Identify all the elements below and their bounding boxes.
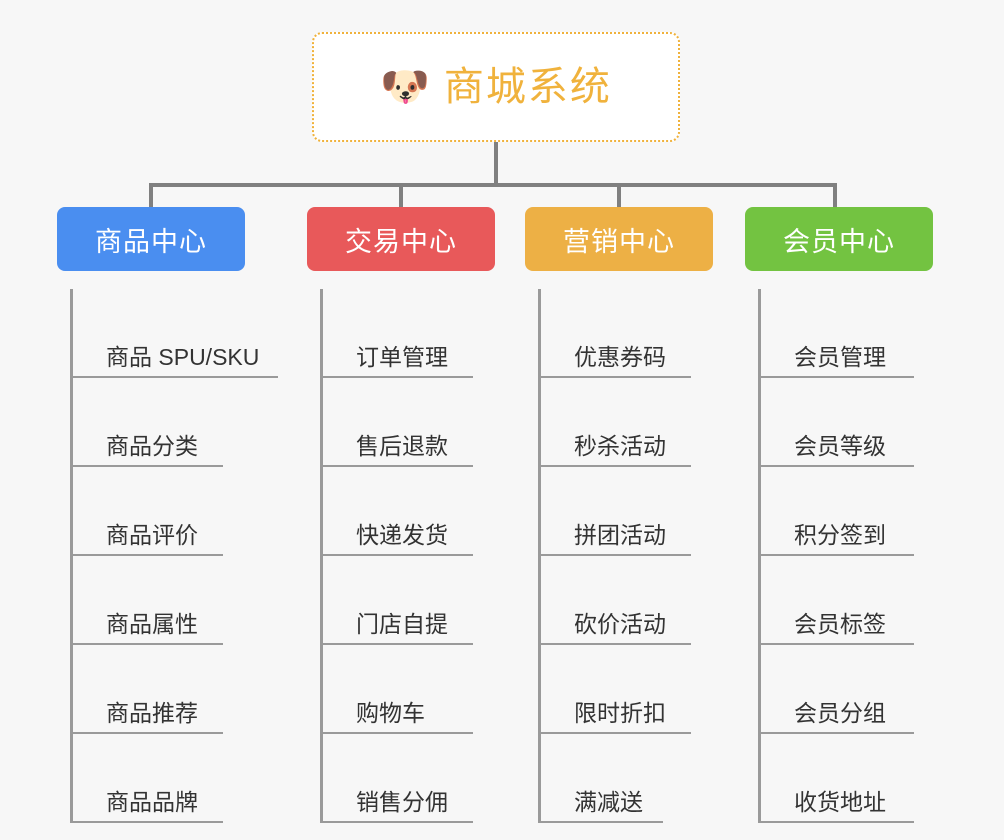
list-item[interactable]: 商品 SPU/SKU — [73, 289, 278, 378]
root-node[interactable]: 🐶 商城系统 — [312, 32, 680, 142]
list-item[interactable]: 商品推荐 — [73, 645, 245, 734]
list-item[interactable]: 满减送 — [541, 734, 713, 823]
list-item[interactable]: 限时折扣 — [541, 645, 713, 734]
branch-header-marketing-center[interactable]: 营销中心 — [525, 207, 713, 271]
branch-items-marketing-center: 优惠券码 秒杀活动 拼团活动 砍价活动 限时折扣 满减送 — [538, 289, 713, 823]
branch-header-member-center[interactable]: 会员中心 — [745, 207, 933, 271]
list-item[interactable]: 商品品牌 — [73, 734, 245, 823]
connector-drop-1 — [149, 183, 153, 207]
branch-member-center: 会员中心 会员管理 会员等级 积分签到 会员标签 会员分组 收货地址 — [745, 207, 933, 823]
branch-items-member-center: 会员管理 会员等级 积分签到 会员标签 会员分组 收货地址 — [758, 289, 933, 823]
list-item[interactable]: 会员等级 — [761, 378, 933, 467]
list-item[interactable]: 会员分组 — [761, 645, 933, 734]
connector-root-stem — [494, 142, 498, 186]
connector-horizontal-bus — [149, 183, 837, 187]
list-item[interactable]: 购物车 — [323, 645, 495, 734]
branch-items-trade-center: 订单管理 售后退款 快递发货 门店自提 购物车 销售分佣 — [320, 289, 495, 823]
list-item[interactable]: 砍价活动 — [541, 556, 713, 645]
list-item[interactable]: 优惠券码 — [541, 289, 713, 378]
list-item[interactable]: 商品分类 — [73, 378, 245, 467]
list-item[interactable]: 积分签到 — [761, 467, 933, 556]
list-item[interactable]: 会员管理 — [761, 289, 933, 378]
dog-face-icon: 🐶 — [380, 65, 430, 109]
connector-drop-4 — [833, 183, 837, 207]
branch-trade-center: 交易中心 订单管理 售后退款 快递发货 门店自提 购物车 销售分佣 — [307, 207, 495, 823]
branch-product-center: 商品中心 商品 SPU/SKU 商品分类 商品评价 商品属性 商品推荐 商品品牌 — [57, 207, 278, 823]
list-item[interactable]: 商品评价 — [73, 467, 245, 556]
list-item[interactable]: 销售分佣 — [323, 734, 495, 823]
branch-marketing-center: 营销中心 优惠券码 秒杀活动 拼团活动 砍价活动 限时折扣 满减送 — [525, 207, 713, 823]
list-item[interactable]: 门店自提 — [323, 556, 495, 645]
list-item[interactable]: 商品属性 — [73, 556, 245, 645]
branch-header-trade-center[interactable]: 交易中心 — [307, 207, 495, 271]
branch-items-product-center: 商品 SPU/SKU 商品分类 商品评价 商品属性 商品推荐 商品品牌 — [70, 289, 278, 823]
connector-drop-2 — [399, 183, 403, 207]
list-item[interactable]: 售后退款 — [323, 378, 495, 467]
list-item[interactable]: 快递发货 — [323, 467, 495, 556]
list-item[interactable]: 会员标签 — [761, 556, 933, 645]
connector-drop-3 — [617, 183, 621, 207]
list-item[interactable]: 拼团活动 — [541, 467, 713, 556]
list-item[interactable]: 订单管理 — [323, 289, 495, 378]
root-node-title: 商城系统 — [443, 65, 612, 109]
list-item[interactable]: 秒杀活动 — [541, 378, 713, 467]
branch-header-product-center[interactable]: 商品中心 — [57, 207, 245, 271]
list-item[interactable]: 收货地址 — [761, 734, 933, 823]
